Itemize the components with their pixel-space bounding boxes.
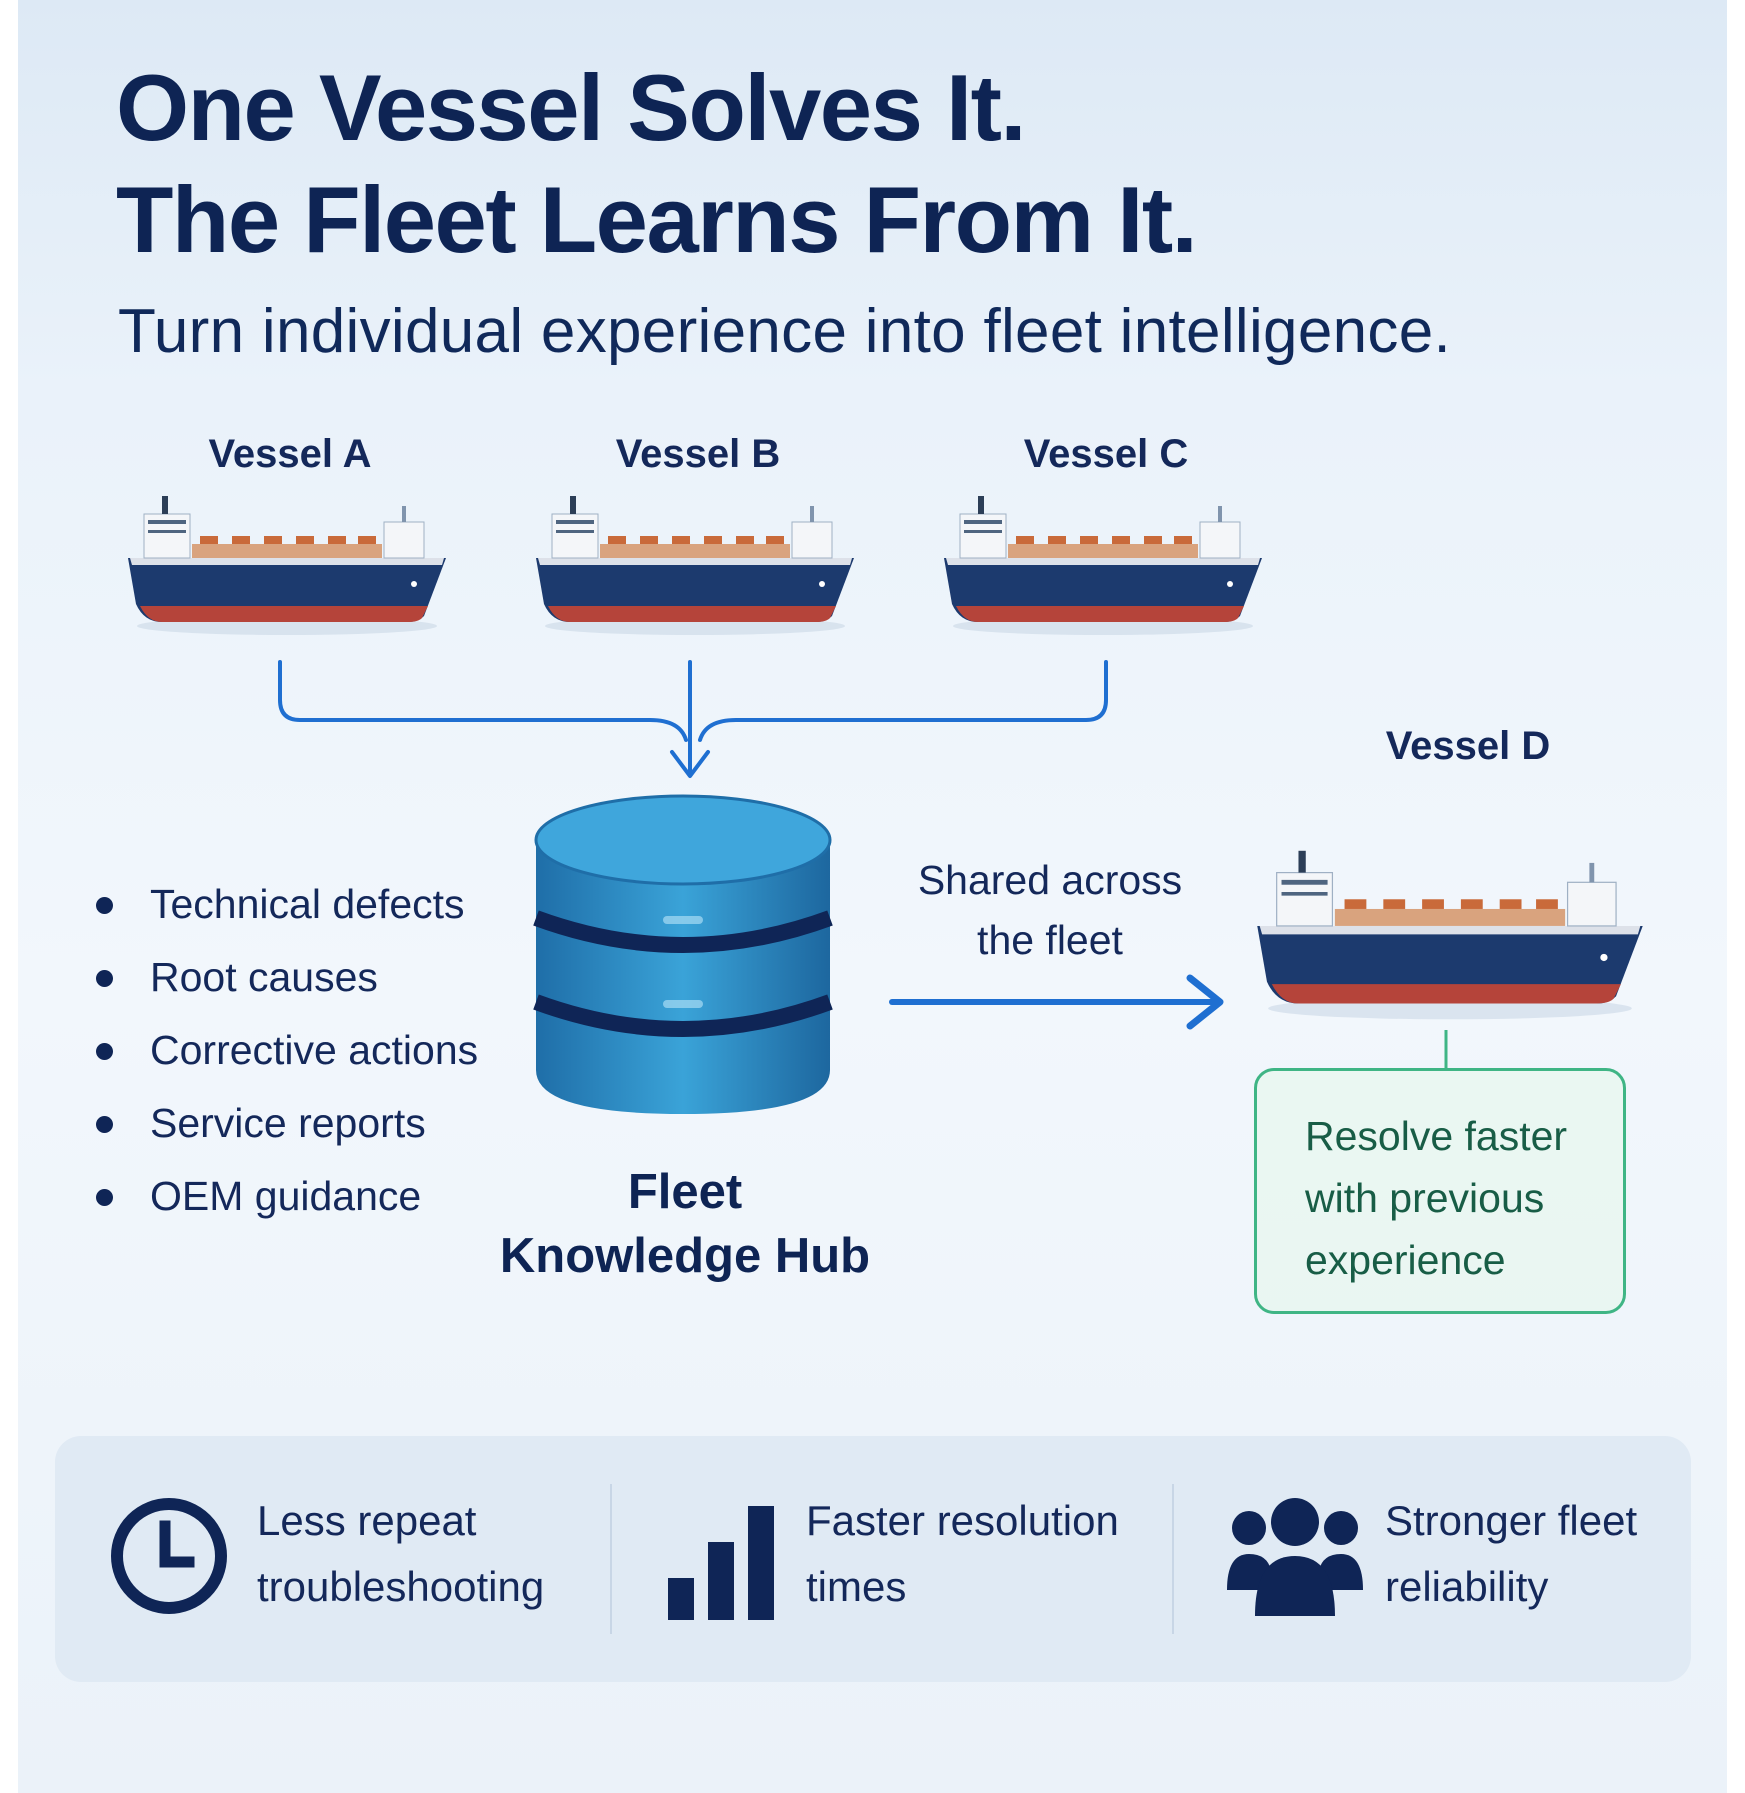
divider (610, 1484, 612, 1634)
hub-label-line-1: Fleet (627, 1165, 743, 1219)
benefit-text: Faster resolution times (806, 1497, 1119, 1610)
bullet-dot (96, 970, 113, 987)
benefits-bar: Less repeat troubleshooting Faster resol… (55, 1436, 1691, 1682)
shared-label-line-2: the fleet (977, 917, 1123, 963)
divider (1172, 1484, 1174, 1634)
database-icon (533, 794, 833, 1114)
connector-vessel-c (698, 660, 1108, 742)
shared-label-line-1: Shared across (917, 857, 1183, 903)
resolve-text: Resolve faster with previous experience (1305, 1113, 1568, 1283)
clock-icon (111, 1498, 227, 1614)
title-line-1: One Vessel Solves It. (116, 55, 1027, 160)
list-item: Service reports (96, 1087, 478, 1160)
page-subtitle: Turn individual experience into fleet in… (118, 297, 1452, 366)
benefit-less-repeat: Less repeat troubleshooting (107, 1436, 587, 1682)
page-title: One Vessel Solves It. The Fleet Learns F… (116, 52, 1198, 276)
bullet-dot (96, 1189, 113, 1206)
benefit-text: Stronger fleet reliability (1385, 1497, 1638, 1610)
vessel-d-label: Vessel D (1385, 724, 1551, 768)
bullet-dot (96, 1043, 113, 1060)
list-item: Technical defects (96, 868, 478, 941)
people-icon (1227, 1498, 1363, 1616)
vessel-b-label: Vessel B (615, 432, 781, 476)
shared-label: Shared across the fleet (880, 850, 1220, 970)
bullet-dot (96, 1116, 113, 1133)
vessel-a-label: Vessel A (208, 432, 372, 476)
title-line-2: The Fleet Learns From It. (116, 167, 1198, 272)
list-item: OEM guidance (96, 1160, 478, 1233)
shared-arrowhead (1186, 974, 1224, 1030)
bar-chart-icon (668, 1506, 774, 1620)
benefit-faster-resolution: Faster resolution times (668, 1436, 1148, 1682)
benefit-text: Less repeat troubleshooting (257, 1497, 545, 1610)
hub-arrowhead (670, 750, 710, 778)
knowledge-list: Technical defects Root causes Corrective… (96, 868, 478, 1233)
hub-label-line-2: Knowledge Hub (499, 1229, 871, 1283)
connector-vessel-a (278, 660, 688, 742)
vessel-c-label: Vessel C (1023, 432, 1189, 476)
resolve-callout: Resolve faster with previous experience (1254, 1068, 1626, 1314)
list-item: Root causes (96, 941, 478, 1014)
hub-label: Fleet Knowledge Hub (470, 1160, 900, 1288)
benefit-stronger-reliability: Stronger fleet reliability (1227, 1436, 1687, 1682)
bullet-dot (96, 897, 113, 914)
list-item: Corrective actions (96, 1014, 478, 1087)
